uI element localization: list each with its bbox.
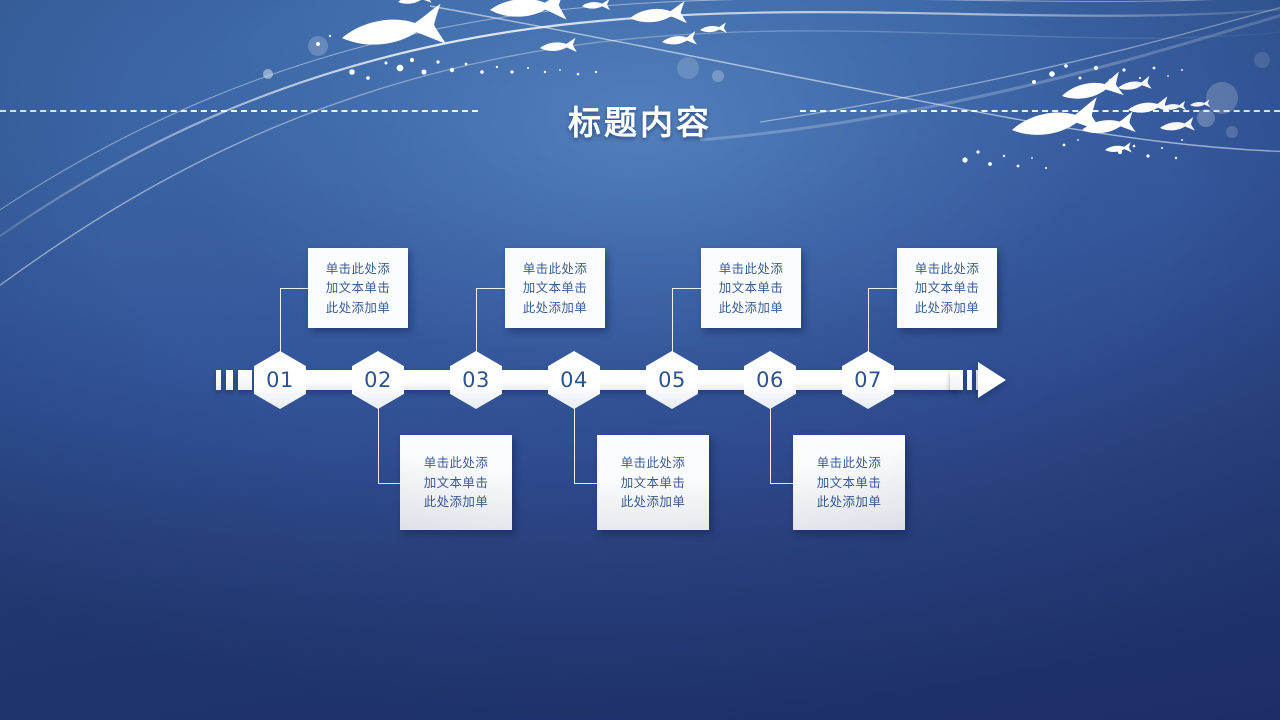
text-box-step-06[interactable]: 单击此处添 加文本单击 此处添加单 (793, 435, 905, 530)
text-box-step-02[interactable]: 单击此处添 加文本单击 此处添加单 (400, 435, 512, 530)
text-box-step-07[interactable]: 单击此处添 加文本单击 此处添加单 (897, 248, 997, 328)
timeline-tick-left-3 (238, 370, 252, 390)
connector-vertical-step-01 (280, 288, 281, 352)
text-box-step-03[interactable]: 单击此处添 加文本单击 此处添加单 (505, 248, 605, 328)
timeline-node-label-04: 04 (560, 368, 588, 392)
connector-horizontal-step-02 (378, 483, 400, 484)
timeline-tick-left-2 (226, 370, 233, 390)
connector-horizontal-step-03 (476, 288, 505, 289)
connector-vertical-step-05 (672, 288, 673, 352)
timeline-tick-right-1 (950, 370, 963, 390)
text-box-content-step-04: 单击此处添 加文本单击 此处添加单 (621, 453, 686, 511)
text-box-content-step-01: 单击此处添 加文本单击 此处添加单 (326, 259, 391, 317)
text-box-content-step-02: 单击此处添 加文本单击 此处添加单 (424, 453, 489, 511)
timeline-node-label-02: 02 (364, 368, 392, 392)
connector-vertical-step-07 (868, 288, 869, 352)
text-box-step-04[interactable]: 单击此处添 加文本单击 此处添加单 (597, 435, 709, 530)
connector-horizontal-step-07 (868, 288, 897, 289)
connector-vertical-step-06 (770, 408, 771, 483)
connector-horizontal-step-04 (574, 483, 597, 484)
connector-vertical-step-02 (378, 408, 379, 483)
text-box-content-step-03: 单击此处添 加文本单击 此处添加单 (523, 259, 588, 317)
timeline-tick-right-2 (967, 370, 972, 390)
text-box-step-01[interactable]: 单击此处添 加文本单击 此处添加单 (308, 248, 408, 328)
timeline-arrow-icon (978, 362, 1006, 398)
timeline-node-label-05: 05 (658, 368, 686, 392)
dashed-rule-right (800, 110, 1280, 112)
timeline-node-label-01: 01 (266, 368, 294, 392)
timeline-tick-left-1 (216, 370, 221, 390)
timeline-node-label-03: 03 (462, 368, 490, 392)
dashed-rule-left (0, 110, 478, 112)
connector-vertical-step-04 (574, 408, 575, 483)
connector-horizontal-step-01 (280, 288, 308, 289)
connector-horizontal-step-06 (770, 483, 793, 484)
connector-vertical-step-03 (476, 288, 477, 352)
timeline-node-label-07: 07 (854, 368, 882, 392)
text-box-content-step-05: 单击此处添 加文本单击 此处添加单 (719, 259, 784, 317)
text-box-content-step-06: 单击此处添 加文本单击 此处添加单 (817, 453, 882, 511)
timeline-node-label-06: 06 (756, 368, 784, 392)
connector-horizontal-step-05 (672, 288, 701, 289)
text-box-step-05[interactable]: 单击此处添 加文本单击 此处添加单 (701, 248, 801, 328)
text-box-content-step-07: 单击此处添 加文本单击 此处添加单 (915, 259, 980, 317)
page-title: 标题内容 (0, 96, 1280, 144)
